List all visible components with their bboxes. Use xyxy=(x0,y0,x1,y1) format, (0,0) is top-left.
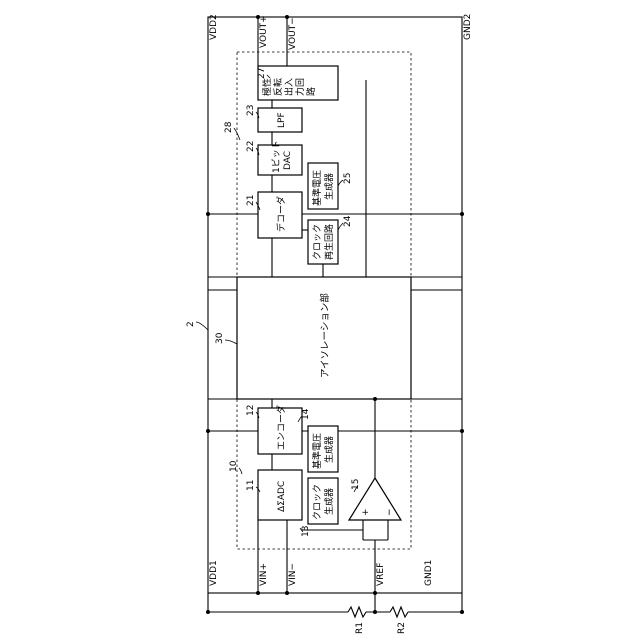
ref-voltage-out-text-1: 基準電圧 xyxy=(311,170,323,206)
clock-recovery-text-2: 再生回路 xyxy=(323,224,335,260)
r1-label: R1 xyxy=(355,622,365,634)
ref-voltage-in-text-1: 基準電圧 xyxy=(311,433,323,469)
resistor-r1 xyxy=(348,607,366,617)
ref-28: 28 xyxy=(224,121,234,133)
junction xyxy=(256,591,260,595)
junction xyxy=(373,397,377,401)
junction xyxy=(285,591,289,595)
dac-text-2: DAC xyxy=(283,151,293,170)
polarity-io-text-1: 極性 xyxy=(261,78,273,96)
polarity-io-text-2: 反転 xyxy=(273,78,284,96)
junction xyxy=(460,610,464,614)
dac-text-1: 1ビット xyxy=(271,140,282,173)
polarity-io-text-5: 路 xyxy=(305,87,317,96)
ref-12: 12 xyxy=(246,405,256,416)
vin-minus-label: VIN− xyxy=(288,563,298,586)
polarity-io-text-3: 出入 xyxy=(283,78,295,96)
vref-label: VREF xyxy=(376,563,386,586)
vout-minus-label: VOUT− xyxy=(288,17,298,50)
junction xyxy=(373,610,377,614)
gnd1-label: GND1 xyxy=(424,560,434,586)
junction xyxy=(206,212,210,216)
vout-plus-label: VOUT+ xyxy=(259,15,269,48)
ref-30: 30 xyxy=(215,332,225,344)
vdd2-label: VDD2 xyxy=(209,14,219,40)
ref-voltage-in-text-2: 生成器 xyxy=(323,436,335,463)
decoder-text: デコーダ xyxy=(275,196,287,232)
gnd2-label: GND2 xyxy=(463,14,473,40)
ref-25: 25 xyxy=(343,173,353,184)
r2-label: R2 xyxy=(397,622,407,634)
junction xyxy=(460,429,464,433)
junction xyxy=(460,212,464,216)
ref-14: 14 xyxy=(301,408,311,420)
ref-22: 22 xyxy=(246,141,256,152)
clock-gen-text-2: 生成器 xyxy=(323,488,335,515)
clock-gen-text-1: クロック xyxy=(312,484,323,520)
ref-21: 21 xyxy=(246,195,256,206)
ref-10: 10 xyxy=(229,460,239,472)
text-layer: VDD2 VOUT+ VOUT− GND2 VDD1 VIN+ VIN− VRE… xyxy=(186,14,473,634)
ref-voltage-out-text-2: 生成器 xyxy=(323,173,335,200)
polarity-io-text-4: 力回 xyxy=(294,78,306,96)
clock-recovery-text-1: クロック xyxy=(312,224,323,260)
junction xyxy=(373,591,377,595)
ref-23: 23 xyxy=(246,105,256,116)
junction xyxy=(206,610,210,614)
lpf-text: LPF xyxy=(277,112,287,128)
ref-27: 27 xyxy=(257,68,267,79)
vin-plus-label: VIN+ xyxy=(259,563,269,586)
ref-11: 11 xyxy=(246,480,256,491)
isolation-text: アイソレーション部 xyxy=(319,293,331,378)
amp-plus-sign: + xyxy=(361,508,371,516)
adc-text: ΔΣADC xyxy=(277,481,287,512)
junction xyxy=(206,429,210,433)
encoder-text: エンコーダ xyxy=(275,405,287,450)
ref-24: 24 xyxy=(343,215,353,227)
vdd1-label: VDD1 xyxy=(209,560,219,586)
resistor-r2 xyxy=(390,607,408,617)
amp-minus-sign: − xyxy=(385,508,395,516)
ref-2: 2 xyxy=(186,321,196,327)
